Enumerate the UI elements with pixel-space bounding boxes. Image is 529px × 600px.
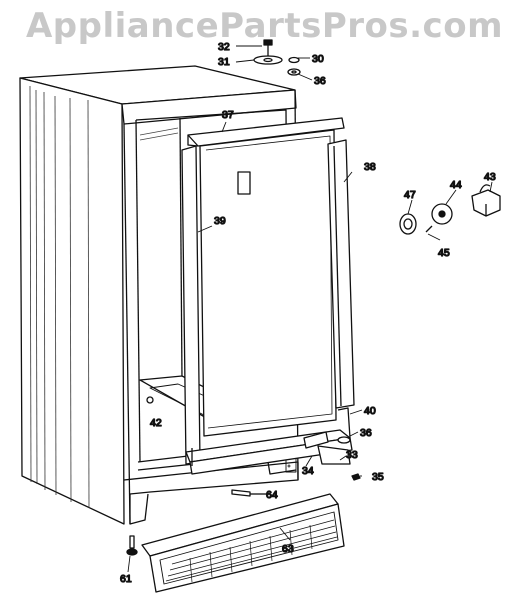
leader-lines bbox=[127, 45, 493, 573]
callout-39: 39 bbox=[214, 215, 226, 227]
callout-37: 37 bbox=[222, 109, 234, 121]
callout-44: 44 bbox=[450, 179, 462, 191]
callout-36-top: 36 bbox=[314, 75, 326, 87]
callout-63: 63 bbox=[282, 543, 294, 555]
leveling-leg-61 bbox=[126, 535, 138, 556]
callout-38: 38 bbox=[364, 161, 376, 173]
cabinet-body bbox=[19, 65, 299, 525]
screw-64 bbox=[231, 489, 266, 497]
callout-33: 33 bbox=[346, 449, 358, 461]
callout-31: 31 bbox=[218, 56, 230, 68]
callout-45: 45 bbox=[438, 247, 450, 259]
callout-61: 61 bbox=[120, 573, 132, 585]
callout-34: 34 bbox=[302, 465, 314, 477]
callout-47: 47 bbox=[404, 189, 416, 201]
door-strip-38 bbox=[327, 139, 355, 409]
toe-grille bbox=[141, 493, 345, 593]
callout-32: 32 bbox=[218, 41, 230, 53]
callout-40: 40 bbox=[364, 405, 376, 417]
top-hinge-parts bbox=[253, 39, 301, 76]
thermostat-control bbox=[399, 184, 501, 235]
door-liner-frame bbox=[181, 117, 353, 475]
callout-64: 64 bbox=[266, 489, 278, 501]
watermark: AppliancePartsPros.com bbox=[25, 6, 503, 46]
callout-43: 43 bbox=[484, 171, 496, 183]
bottom-hinge-parts bbox=[303, 431, 361, 481]
callout-30: 30 bbox=[312, 53, 324, 65]
callout-labels: 32 31 30 36 37 38 39 40 42 36 33 34 35 4… bbox=[119, 40, 496, 585]
callout-35: 35 bbox=[372, 471, 384, 483]
callout-42: 42 bbox=[150, 417, 162, 429]
callout-36-bottom: 36 bbox=[360, 427, 372, 439]
